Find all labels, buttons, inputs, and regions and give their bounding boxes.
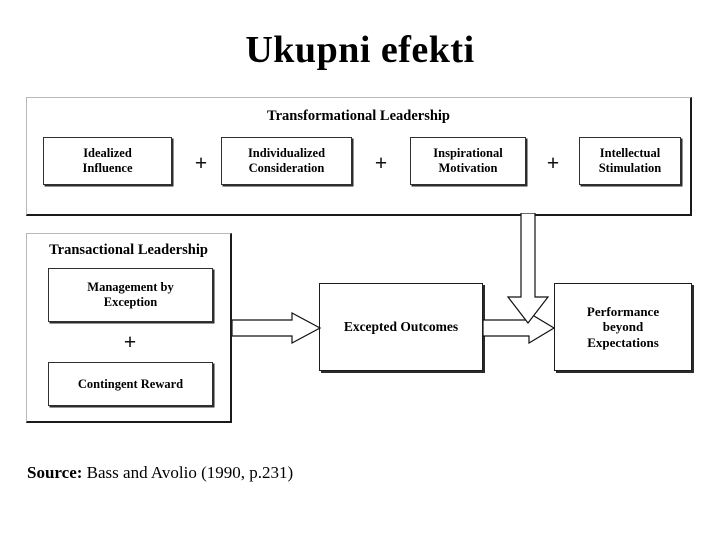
node-intellectual-stimulation[interactable]: Intellectual Stimulation — [579, 137, 681, 185]
source-text: Bass and Avolio (1990, p.231) — [86, 463, 294, 482]
node-contingent-reward-label: Contingent Reward — [77, 376, 184, 391]
node-individualized-consideration[interactable]: Individualized Consideration — [221, 137, 352, 185]
node-individualized-consideration-line1: Individualized — [247, 146, 326, 161]
node-individualized-consideration-line2: Consideration — [248, 161, 325, 175]
page-title: Ukupni efekti — [245, 29, 475, 71]
plus-operator-1: + — [194, 150, 208, 175]
node-performance-line2: beyond — [602, 319, 644, 335]
transformational-leadership-group: Transformational Leadership Idealized In… — [26, 97, 692, 216]
block-arrow-right-icon-transactional-to-outcomes — [232, 312, 322, 344]
node-performance-line1: Performance — [586, 304, 660, 319]
node-inspirational-motivation-line1: Inspirational — [433, 146, 503, 161]
block-arrow-down-icon-transformational-to-performance — [506, 213, 550, 325]
node-intellectual-stimulation-line1: Intellectual — [599, 146, 661, 161]
plus-operator-3: + — [546, 150, 560, 175]
node-idealized-influence-line1: Idealized — [83, 146, 132, 161]
node-intellectual-stimulation-line2: Stimulation — [598, 161, 662, 175]
node-management-by-exception-line1: Management by — [87, 280, 174, 295]
node-excepted-outcomes-label: Excepted Outcomes — [343, 319, 459, 335]
node-contingent-reward[interactable]: Contingent Reward — [48, 362, 213, 406]
transactional-leadership-title: Transactional Leadership — [49, 242, 208, 258]
node-idealized-influence-line2: Influence — [82, 161, 133, 175]
node-inspirational-motivation-line2: Motivation — [438, 161, 498, 175]
node-performance-beyond-expectations[interactable]: Performance beyond Expectations — [554, 283, 692, 371]
node-performance-line3: Expectations — [587, 334, 659, 350]
node-management-by-exception-line2: Exception — [103, 295, 158, 309]
plus-operator-2: + — [374, 150, 388, 175]
transactional-leadership-group: Transactional Leadership Management by E… — [26, 233, 232, 423]
source-citation: Source: Bass and Avolio (1990, p.231) — [27, 463, 293, 483]
transformational-leadership-title: Transformational Leadership — [267, 108, 450, 124]
source-label: Source: — [27, 463, 83, 482]
node-excepted-outcomes[interactable]: Excepted Outcomes — [319, 283, 483, 371]
node-management-by-exception[interactable]: Management by Exception — [48, 268, 213, 322]
node-inspirational-motivation[interactable]: Inspirational Motivation — [410, 137, 526, 185]
node-idealized-influence[interactable]: Idealized Influence — [43, 137, 172, 185]
plus-operator-transactional: + — [123, 329, 137, 354]
